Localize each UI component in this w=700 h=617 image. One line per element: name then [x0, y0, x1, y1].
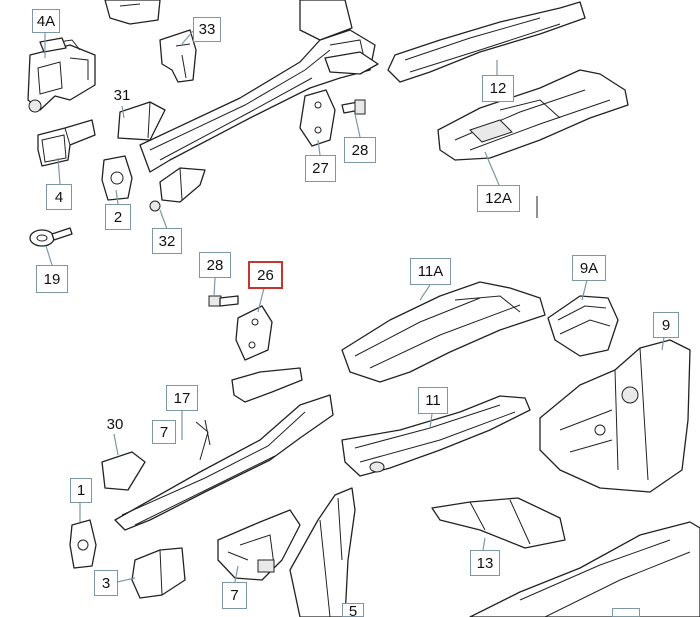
callout-30[interactable]: 30: [106, 415, 124, 433]
part-19-drawing: [29, 227, 73, 247]
part-12a-drawing: [437, 69, 629, 161]
callout-11a[interactable]: 11A: [410, 258, 451, 285]
callout-28-upper[interactable]: 28: [344, 137, 376, 163]
callout-1[interactable]: 1: [70, 478, 92, 503]
callout-7-lower[interactable]: 7: [222, 582, 247, 609]
callout-4[interactable]: 4: [46, 184, 72, 210]
callout-12[interactable]: 12: [482, 75, 514, 102]
part-4-drawing: [37, 119, 96, 167]
callout-26-selected[interactable]: 26: [248, 261, 283, 289]
callout-31[interactable]: 31: [113, 86, 131, 104]
part-9a-drawing: [547, 295, 619, 357]
part-28-lower-drawing: [208, 295, 239, 307]
bottom-floor-drawing: [469, 521, 700, 617]
callout-4a[interactable]: 4A: [32, 9, 60, 33]
part-1-drawing: [69, 519, 97, 569]
part-12-drawing: [387, 1, 586, 83]
callout-28-lower[interactable]: 28: [199, 252, 231, 278]
part-13-drawing: [431, 497, 566, 549]
part-11a-drawing: [341, 281, 546, 383]
callout-19[interactable]: 19: [36, 265, 68, 293]
callout-9a[interactable]: 9A: [572, 255, 606, 281]
part-27-drawing: [299, 89, 336, 147]
part-2-drawing: [101, 155, 133, 201]
callout-11[interactable]: 11: [418, 387, 448, 414]
part-7-lower-drawing: [217, 509, 301, 581]
leader-lines: [44, 30, 665, 583]
callout-33[interactable]: 33: [193, 17, 221, 42]
part-26-drawing: [235, 305, 273, 361]
part-28-upper-drawing: [341, 99, 366, 115]
part-31-drawing: [117, 101, 166, 141]
part-3-drawing: [131, 547, 186, 599]
callout-9[interactable]: 9: [653, 312, 679, 338]
part-30-drawing: [101, 451, 146, 491]
part-4a-drawing: [27, 37, 96, 113]
part-17-drawing: [114, 367, 334, 531]
part-33-drawing: [159, 29, 197, 83]
callout-2[interactable]: 2: [105, 204, 131, 230]
callout-5[interactable]: 5: [342, 603, 364, 617]
callout-32[interactable]: 32: [152, 228, 182, 254]
callout-27[interactable]: 27: [305, 155, 336, 182]
callout-17[interactable]: 17: [166, 385, 198, 411]
upper-longitudinal-rail-drawing: [139, 0, 379, 173]
part-9-drawing: [539, 339, 691, 493]
callout-13[interactable]: 13: [470, 550, 500, 576]
callout-7-upper[interactable]: 7: [152, 420, 176, 444]
callout-partial-bottom-right: [612, 608, 640, 617]
callout-12a[interactable]: 12A: [477, 185, 520, 212]
top-fragment-drawing: [104, 0, 161, 25]
callout-3[interactable]: 3: [94, 570, 118, 596]
part-32-drawing: [149, 167, 206, 212]
part-5-drawing: [289, 487, 356, 617]
part-11-drawing: [341, 395, 531, 477]
